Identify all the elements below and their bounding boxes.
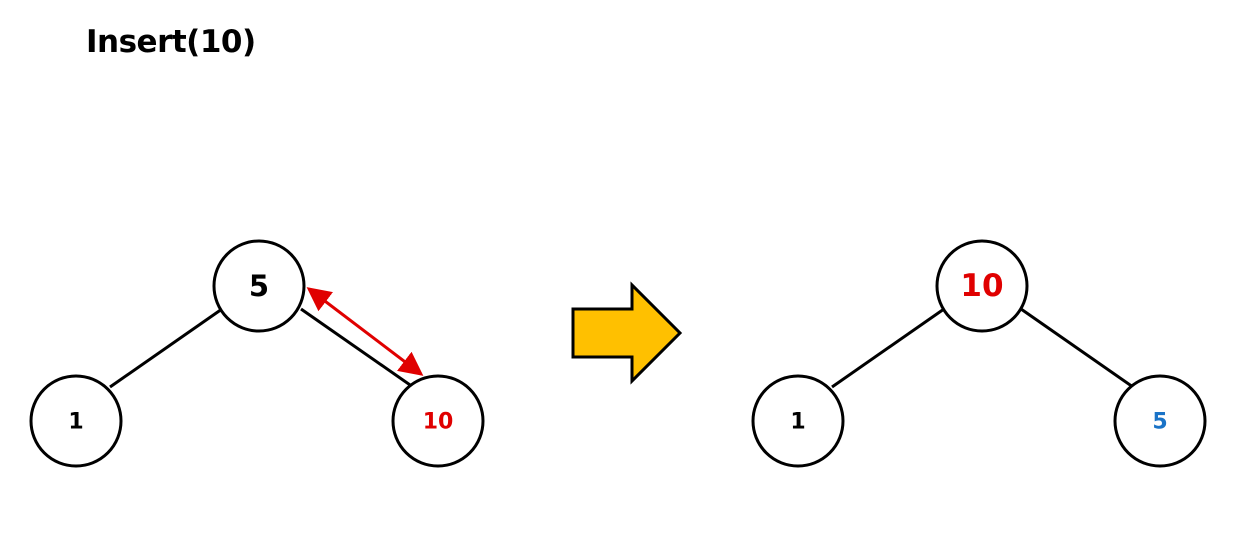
transition-arrow-icon xyxy=(571,281,683,385)
after-node-root: 10 xyxy=(935,239,1029,333)
diagram-title: Insert(10) xyxy=(86,24,256,60)
before-node-left: 1 xyxy=(29,374,123,468)
before-node-right: 10 xyxy=(391,374,485,468)
before-tree: 5 1 10 xyxy=(29,239,485,468)
before-node-left-label: 1 xyxy=(68,410,83,435)
after-node-left-label: 1 xyxy=(790,410,805,435)
before-node-root-label: 5 xyxy=(249,269,269,303)
before-node-right-label: 10 xyxy=(423,410,454,435)
before-node-root: 5 xyxy=(212,239,306,333)
after-node-right: 5 xyxy=(1113,374,1207,468)
swap-arrow xyxy=(306,287,424,376)
before-edge-root-left xyxy=(109,307,223,389)
after-edge-root-right xyxy=(1020,307,1134,389)
after-node-right-label: 5 xyxy=(1152,410,1167,435)
after-edge-root-left xyxy=(831,307,945,389)
after-tree: 10 1 5 xyxy=(751,239,1207,468)
after-node-root-label: 10 xyxy=(960,268,1003,304)
after-node-left: 1 xyxy=(751,374,845,468)
before-edge-root-right xyxy=(300,307,414,389)
